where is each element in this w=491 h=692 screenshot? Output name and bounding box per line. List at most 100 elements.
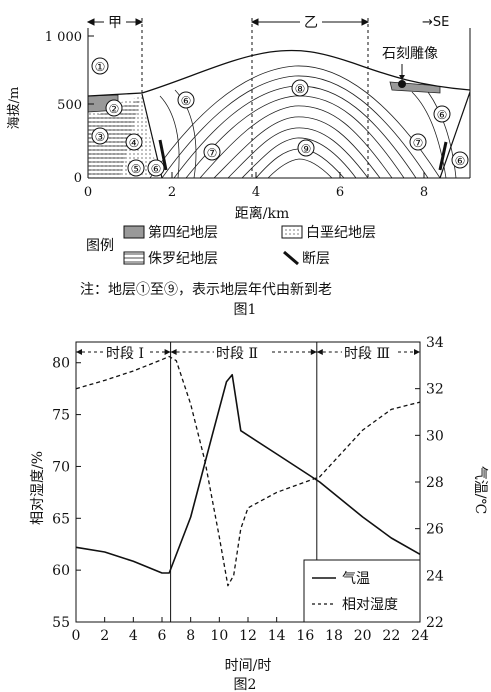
region-jia-bracket	[86, 18, 144, 94]
f1-xtick-4: 4	[252, 185, 260, 200]
right-tick-label: 26	[426, 522, 444, 538]
layer-label-6b: ⑥	[181, 94, 192, 108]
legend-title: 图例	[86, 238, 114, 254]
layer-label-7a: ⑦	[207, 146, 218, 160]
x-tick-label: 8	[186, 628, 195, 644]
legend-quaternary-swatch	[123, 225, 145, 239]
figure1: 1 000 500 0 海拔/m 0 2 4 6 8 距离/km 甲	[7, 12, 471, 318]
period-arrow	[164, 349, 171, 355]
f1-xtick-2: 2	[168, 185, 176, 200]
x-tick-label: 18	[325, 628, 343, 644]
legend-jurassic-swatch	[123, 251, 145, 265]
f1-xtick-marks	[171, 172, 425, 178]
f1-ytick-500: 500	[57, 98, 82, 113]
f2-legend: 气温 相对湿度	[303, 559, 421, 623]
left-tick-label: 75	[52, 408, 70, 424]
quaternary-right	[389, 81, 441, 94]
f1-xtick-8: 8	[420, 185, 428, 200]
f2-series	[75, 355, 421, 587]
layer-label-6c: ⑥	[437, 108, 448, 122]
period-arrow	[316, 349, 323, 355]
layer-label-6a: ⑥	[151, 162, 162, 176]
strata-pattern	[88, 65, 457, 178]
left-tick-label: 60	[52, 563, 70, 579]
x-tick-label: 4	[129, 628, 138, 644]
f1-y-label: 海拔/m	[7, 87, 22, 130]
x-tick-label: 20	[354, 628, 372, 644]
faults	[141, 91, 471, 179]
layer-label-3: ③	[95, 130, 106, 144]
right-tick-label: 30	[426, 428, 444, 444]
period-2-label: 时段 Ⅱ	[216, 346, 258, 362]
right-tick-label: 32	[426, 382, 444, 398]
left-tick-label: 65	[52, 511, 70, 527]
f2-x-axis-label: 时间/时	[225, 658, 272, 674]
x-tick-label: 16	[296, 628, 314, 644]
period-arrow	[170, 349, 177, 355]
legend-fault-icon	[283, 250, 299, 266]
right-tick-label: 24	[426, 568, 444, 584]
legend-cretaceous: 白垩纪地层	[306, 225, 376, 241]
layer-label-2: ②	[109, 102, 120, 116]
right-tick-label: 22	[426, 615, 444, 631]
period-arrow	[414, 349, 420, 355]
left-tick-label: 70	[52, 459, 70, 475]
terrain-surface	[87, 49, 471, 97]
legend-cretaceous-swatch	[281, 225, 303, 239]
layer-label-6d: ⑥	[455, 154, 466, 168]
left-tick-label: 80	[52, 356, 70, 372]
region-jia-label: 甲	[108, 15, 122, 31]
legend-jurassic: 侏罗纪地层	[148, 251, 218, 267]
x-tick-label: 10	[210, 628, 228, 644]
f2-left-axis-label: 相对湿度/%	[30, 451, 46, 525]
legend-fault: 断层	[302, 251, 330, 267]
layer-label-7b: ⑦	[413, 136, 424, 150]
statue-label: 石刻雕像	[382, 46, 438, 62]
x-tick-label: 14	[268, 628, 286, 644]
layer-label-4: ④	[129, 136, 140, 150]
legend-quaternary: 第四纪地层	[148, 224, 218, 241]
f1-note: 注：地层①至⑨，表示地层年代由新到老	[80, 282, 332, 298]
right-tick-label: 28	[426, 475, 444, 491]
f1-x-label: 距离/km	[235, 205, 289, 222]
f2-right-axis: 22 24 26 28 30 32 34	[415, 335, 444, 631]
x-tick-label: 12	[239, 628, 257, 644]
f2-legend-box	[303, 559, 421, 623]
statue-marker-icon	[398, 80, 406, 88]
legend-humidity: 相对湿度	[342, 597, 398, 613]
layer-label-9: ⑨	[301, 142, 312, 156]
x-tick-label: 24	[411, 628, 429, 644]
f1-xtick-6: 6	[336, 185, 344, 200]
right-tick-label: 34	[426, 335, 444, 351]
x-tick-label: 2	[100, 628, 109, 644]
period-arrow	[310, 349, 317, 355]
f1-ytick-1000: 1 000	[45, 30, 82, 45]
region-yi-label: 乙	[304, 15, 318, 31]
f2-left-axis: 55 60 65 70 75 80	[52, 356, 81, 631]
direction-se: →SE	[422, 15, 449, 30]
legend-temp: 气温	[342, 571, 370, 587]
x-tick-label: 22	[382, 628, 400, 644]
x-tick-label: 0	[72, 628, 81, 644]
layer-label-8: ⑧	[295, 82, 306, 96]
layer-labels: ① ② ③ ④ ⑤ ⑥ ⑥ ⑥ ⑥ ⑦ ⑦ ⑧ ⑨	[91, 57, 469, 177]
humidity-line	[75, 355, 421, 587]
period-3-label: 时段 Ⅲ	[344, 346, 390, 362]
f1-ytick-0: 0	[74, 171, 82, 186]
period-1-label: 时段 Ⅰ	[106, 346, 144, 362]
layer-label-5: ⑤	[131, 162, 142, 176]
f1-xtick-0: 0	[84, 185, 92, 200]
layer-label-1: ①	[95, 60, 106, 74]
f2-caption: 图2	[234, 677, 257, 692]
f1-caption: 图1	[234, 302, 257, 318]
f1-legend: 图例 第四纪地层 白垩纪地层 侏罗纪地层 断层	[86, 224, 376, 267]
jurassic-fill	[88, 100, 140, 178]
temperature-line	[75, 373, 421, 574]
left-tick-label: 55	[52, 615, 70, 631]
x-tick-label: 6	[158, 628, 167, 644]
f2-right-axis-label: 气温/℃	[472, 466, 488, 514]
period-arrow	[76, 349, 82, 355]
